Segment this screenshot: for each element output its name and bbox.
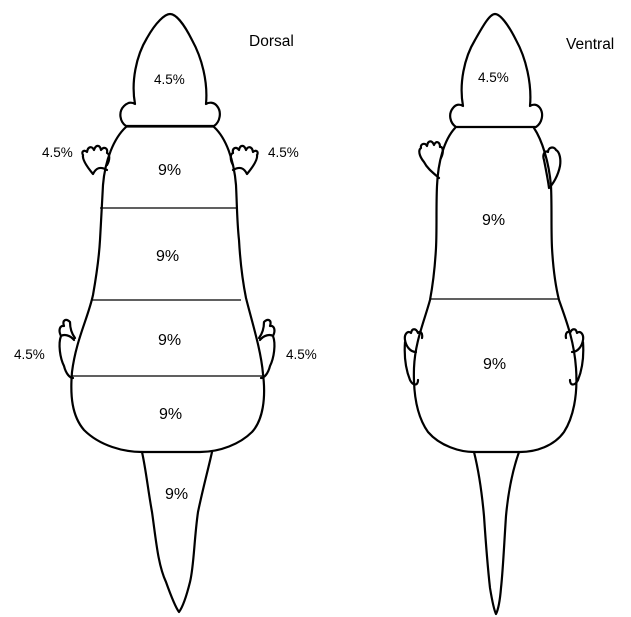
dorsal-head-outline [120, 14, 219, 126]
dorsal-mid-back-label: 9% [156, 248, 179, 265]
ventral-title: Ventral [566, 36, 614, 53]
dorsal-title: Dorsal [249, 33, 294, 50]
ventral-head-label: 4.5% [478, 70, 509, 85]
dorsal-left-hindlimb-label: 4.5% [14, 347, 45, 362]
dorsal-upper-back-label: 9% [158, 162, 181, 179]
dorsal-figure [60, 14, 275, 612]
dorsal-lower-back-label: 9% [158, 332, 181, 349]
dorsal-tail-outline [142, 452, 212, 612]
dorsal-tail-label: 9% [165, 486, 188, 503]
ventral-tail-outline [474, 452, 519, 614]
dorsal-right-hindlimb [259, 320, 274, 378]
dorsal-left-forelimb [82, 146, 109, 174]
dorsal-right-hindlimb-label: 4.5% [286, 347, 317, 362]
dorsal-right-forelimb [231, 146, 258, 174]
ventral-chest-label: 9% [482, 212, 505, 229]
dorsal-head-label: 4.5% [154, 72, 185, 87]
dorsal-right-forelimb-label: 4.5% [268, 145, 299, 160]
dorsal-left-forelimb-label: 4.5% [42, 145, 73, 160]
ventral-abdomen-label: 9% [483, 356, 506, 373]
dorsal-rump-label: 9% [159, 406, 182, 423]
ventral-figure [405, 14, 584, 614]
